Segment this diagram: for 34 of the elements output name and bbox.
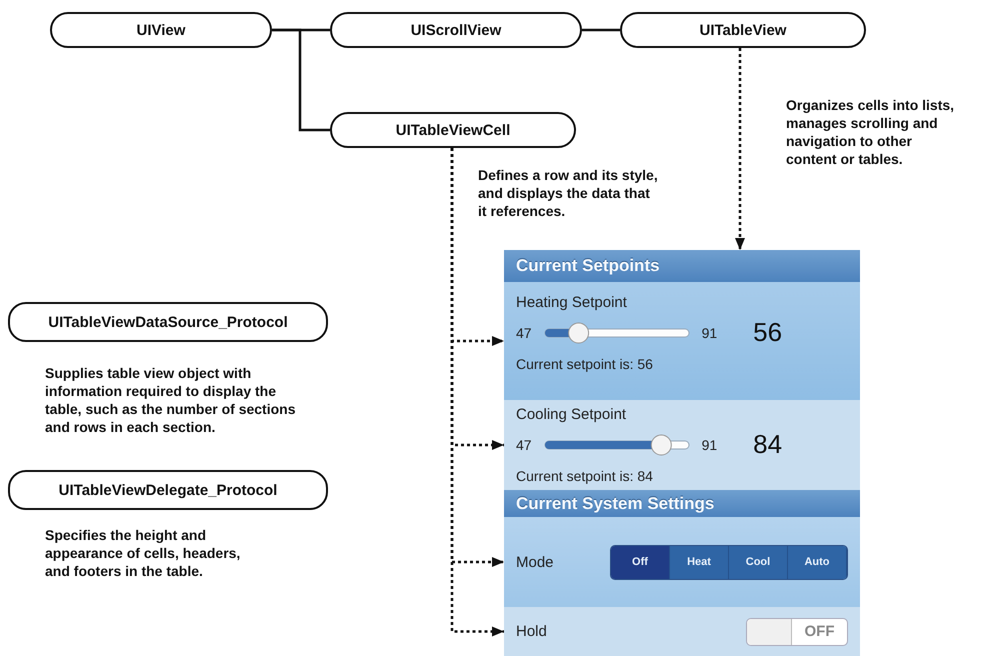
cell-title: Hold bbox=[516, 623, 547, 640]
section-header: Current Setpoints bbox=[504, 250, 860, 282]
status-text: Current setpoint is: 84 bbox=[516, 468, 654, 484]
description-text: Supplies table view object with information required to display the table, such as the number of sections and rows in each section. bbox=[45, 364, 297, 436]
max-value: 91 bbox=[702, 324, 718, 340]
max-value: 91 bbox=[702, 436, 718, 452]
section-header: Current System Settings bbox=[504, 490, 860, 517]
description-text: Organizes cells into lists, manages scrolling and navigation to other content or tables. bbox=[786, 96, 956, 168]
segment-button: Cool bbox=[729, 546, 788, 578]
cell-title: Mode bbox=[516, 554, 554, 570]
toggle-switch: OFF bbox=[746, 618, 848, 646]
class-box: UIScrollView bbox=[330, 12, 582, 48]
segment-button: Off bbox=[611, 546, 670, 578]
connector-line bbox=[582, 28, 620, 32]
mode-cell bbox=[504, 517, 860, 607]
class-box: UIView bbox=[50, 12, 272, 48]
class-box: UITableViewDataSource_Protocol bbox=[8, 302, 328, 342]
slider-cell bbox=[504, 282, 860, 400]
min-value: 47 bbox=[516, 436, 532, 452]
status-text: Current setpoint is: 56 bbox=[516, 356, 654, 372]
current-value: 84 bbox=[753, 429, 782, 460]
segment-button: Heat bbox=[670, 546, 729, 578]
description-text: Specifies the height and appearance of cells, headers, and footers in the table. bbox=[45, 526, 242, 580]
connector-line bbox=[272, 28, 330, 132]
current-value: 56 bbox=[753, 317, 782, 348]
dashed-arrow bbox=[735, 48, 745, 250]
min-value: 47 bbox=[516, 324, 532, 340]
class-box: UITableView bbox=[620, 12, 866, 48]
cell-title: Heating Setpoint bbox=[516, 294, 628, 311]
cell-title: Cooling Setpoint bbox=[516, 406, 628, 423]
segment-button: Auto bbox=[788, 546, 847, 578]
description-text: Defines a row and its style, and displays the data that it references. bbox=[478, 166, 658, 220]
class-box: UITableViewCell bbox=[330, 112, 576, 148]
class-box: UITableViewDelegate_Protocol bbox=[8, 470, 328, 510]
